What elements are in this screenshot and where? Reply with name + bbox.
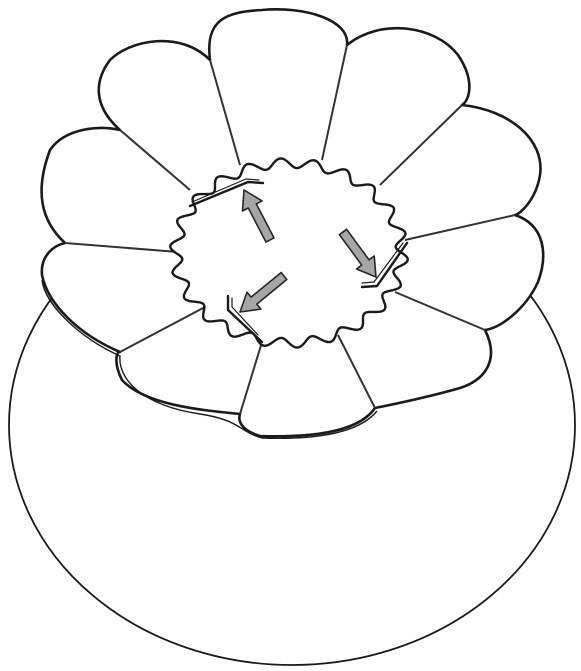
flower-diagram — [0, 0, 581, 671]
diagram-canvas — [0, 0, 581, 671]
